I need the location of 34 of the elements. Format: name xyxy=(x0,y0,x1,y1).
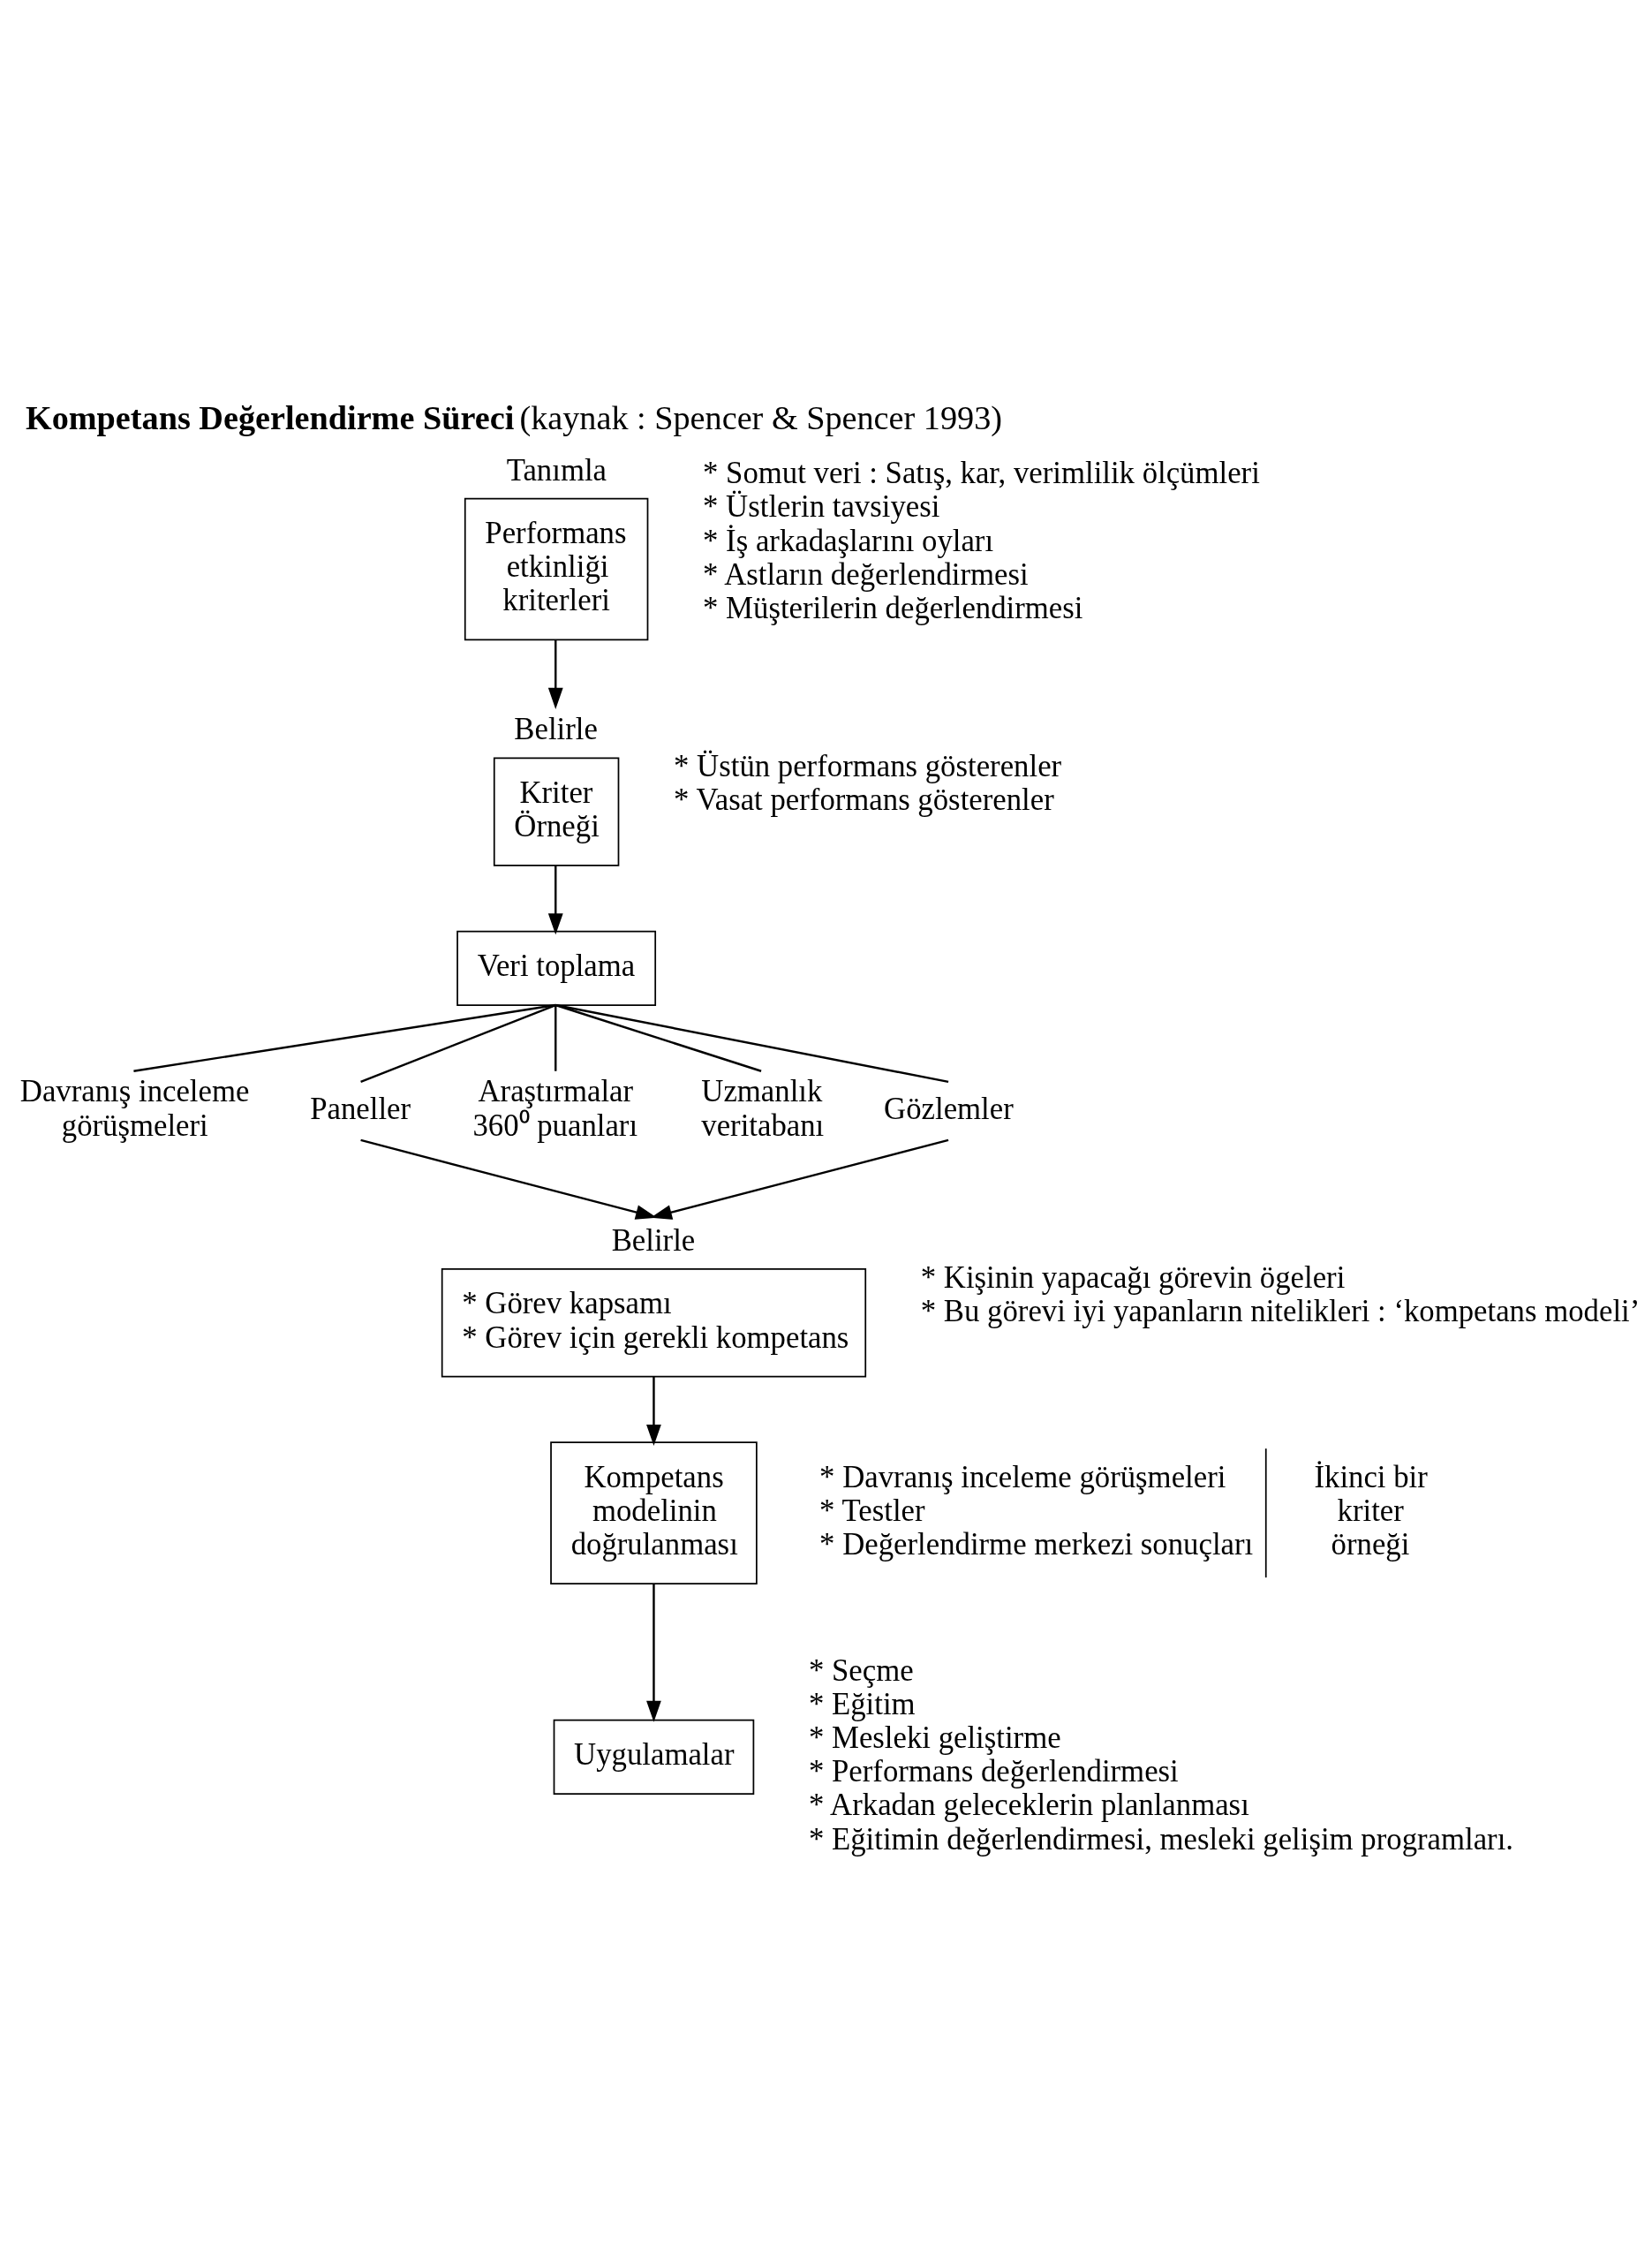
arrow xyxy=(646,1376,661,1446)
connector xyxy=(555,1003,949,1083)
node-text: Uzmanlık veritabanı xyxy=(701,1073,825,1143)
node-label: * Davranış inceleme görüşmeleri xyxy=(819,1459,1226,1494)
label: İkinci bir kriter örneği xyxy=(1314,1459,1428,1562)
node-label: * Üstün performans gösterenler xyxy=(674,748,1062,783)
node-label: * Kişinin yapacağı görevin ögeleri xyxy=(920,1259,1346,1295)
arrow xyxy=(646,1583,661,1722)
arrow xyxy=(547,639,563,709)
node-box: Veri toplama xyxy=(456,930,657,1006)
node-label: Tanımla xyxy=(506,452,607,488)
node-box: * Görev kapsamı * Görev için gerekli kompetans xyxy=(441,1267,867,1377)
connector xyxy=(360,1003,556,1083)
node-label: * İş arkadaşlarını oyları xyxy=(703,523,994,558)
node-label: * Somut veri : Satış, kar, verimlilik ölçümleri xyxy=(703,455,1260,490)
connector xyxy=(554,1003,762,1072)
node-text: Paneller xyxy=(310,1091,411,1126)
node-box: Performans etkinliği kriterleri xyxy=(464,497,649,640)
node-text: Araştırmalar 360⁰ puanları xyxy=(472,1073,638,1143)
node-label: Belirle xyxy=(514,711,598,746)
node-box: Kompetans modelinin doğrulanması xyxy=(550,1441,758,1584)
node-label: * Eğitimin değerlendirmesi, mesleki gelişim programları. xyxy=(808,1821,1514,1856)
arrow xyxy=(547,865,563,934)
connector xyxy=(554,1004,557,1071)
node-text: Gözlemler xyxy=(884,1091,1014,1126)
diagram-title: Kompetans Değerlendirme Süreci (kaynak : Spencer & Spencer 1993) xyxy=(25,398,1002,436)
node-text: Davranış inceleme görüşmeleri xyxy=(19,1073,250,1143)
node-box: Kriter Örneği xyxy=(493,756,620,866)
connector xyxy=(133,1003,556,1072)
node-label: * Seçme xyxy=(808,1652,914,1688)
node-label: * Testler xyxy=(819,1493,925,1528)
node-label: * Değerlendirme merkezi sonuçları xyxy=(819,1526,1254,1562)
node-label: Belirle xyxy=(611,1222,696,1258)
node-box: Uygulamalar xyxy=(553,1719,755,1795)
